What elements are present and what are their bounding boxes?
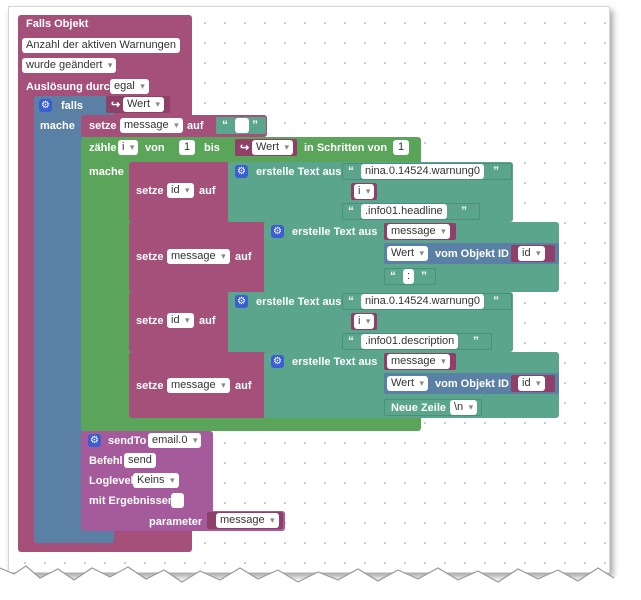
trigger-dropdown[interactable]: egal xyxy=(110,79,149,94)
loop-from-field[interactable]: 1 xyxy=(179,140,195,155)
var-message-dropdown[interactable]: message xyxy=(387,224,450,239)
loglevel-label: Loglevel xyxy=(89,475,134,487)
quote-open-icon: “ xyxy=(348,204,354,218)
loop-step-field[interactable]: 1 xyxy=(393,140,409,155)
empty-text-field[interactable] xyxy=(235,118,249,133)
von-label: von xyxy=(145,142,165,154)
quote-close-icon: ” xyxy=(493,164,499,178)
var-i-dropdown[interactable]: i xyxy=(354,314,375,329)
var-message-dropdown[interactable]: message xyxy=(387,354,450,369)
object-field[interactable]: Anzahl der aktiven Warnungen xyxy=(22,38,181,53)
vom-objekt-label: vom Objekt ID xyxy=(435,378,509,390)
setze-label: setze xyxy=(136,185,164,197)
var-id-dropdown[interactable]: id xyxy=(518,246,545,261)
wert-dropdown[interactable]: Wert xyxy=(387,376,429,391)
quote-open-icon: “ xyxy=(222,118,228,132)
step-label: in Schritten von xyxy=(304,142,388,154)
quote-close-icon: ” xyxy=(421,269,427,283)
torn-edge xyxy=(0,560,641,600)
if-label: falls xyxy=(61,100,84,112)
setze-label: setze xyxy=(89,120,117,132)
param-var-dropdown[interactable]: message xyxy=(216,513,279,528)
message-var-dropdown[interactable]: message xyxy=(167,378,230,393)
vom-objekt-label: vom Objekt ID xyxy=(435,248,509,260)
gear-icon[interactable]: ⚙ xyxy=(271,225,284,238)
gear-icon[interactable]: ⚙ xyxy=(271,355,284,368)
condition-dropdown[interactable]: wurde geändert xyxy=(22,58,117,73)
setze-label: setze xyxy=(136,315,164,327)
zaehle-label: zähle xyxy=(89,142,117,154)
create-text-label: erstelle Text aus xyxy=(256,166,342,178)
befehl-label: Befehl xyxy=(89,455,123,467)
sendto-target-dropdown[interactable]: email.0 xyxy=(148,433,202,448)
results-label: mit Ergebnissen xyxy=(89,495,175,507)
string-field[interactable]: nina.0.14524.warnung0 xyxy=(361,164,484,179)
id-var-dropdown[interactable]: id xyxy=(167,313,194,328)
create-text-label: erstelle Text aus xyxy=(256,296,342,308)
setze-label: setze xyxy=(136,251,164,263)
quote-close-icon: ” xyxy=(493,294,499,308)
gear-icon[interactable]: ⚙ xyxy=(39,99,52,112)
befehl-field[interactable]: send xyxy=(124,453,156,468)
quote-open-icon: “ xyxy=(348,334,354,348)
auf-label: auf xyxy=(199,185,216,197)
loop-var-dropdown[interactable]: i xyxy=(118,140,139,155)
parameter-label: parameter xyxy=(149,516,203,528)
quote-close-icon: ” xyxy=(252,118,258,132)
gear-icon[interactable]: ⚙ xyxy=(235,165,248,178)
mache-label: mache xyxy=(40,120,75,132)
quote-open-icon: “ xyxy=(348,164,354,178)
trigger-title: Falls Objekt xyxy=(26,18,89,30)
newline-dropdown[interactable]: \n xyxy=(450,400,478,415)
variable-dropdown[interactable]: message xyxy=(120,118,183,133)
id-var-dropdown[interactable]: id xyxy=(167,183,194,198)
separator-field[interactable]: : xyxy=(403,269,415,284)
quote-close-icon: ” xyxy=(461,204,467,218)
quote-close-icon: ” xyxy=(473,334,479,348)
auf-label: auf xyxy=(187,120,204,132)
newline-label: Neue Zeile xyxy=(391,402,447,414)
loop-mache-label: mache xyxy=(89,166,124,178)
string-field[interactable]: .info01.description xyxy=(361,334,459,349)
quote-open-icon: “ xyxy=(390,269,396,283)
bis-label: bis xyxy=(204,142,220,154)
quote-open-icon: “ xyxy=(348,294,354,308)
sendto-label: sendTo xyxy=(108,435,147,447)
return-icon: ↪ xyxy=(111,99,121,111)
auf-label: auf xyxy=(199,315,216,327)
blockly-workspace[interactable]: Falls Objekt Anzahl der aktiven Warnunge… xyxy=(8,6,610,573)
var-id-dropdown[interactable]: id xyxy=(518,376,545,391)
var-i-dropdown[interactable]: i xyxy=(354,184,375,199)
string-field[interactable]: .info01.headline xyxy=(361,204,447,219)
auf-label: auf xyxy=(235,380,252,392)
loglevel-dropdown[interactable]: Keins xyxy=(133,473,179,488)
loop-to-dropdown[interactable]: Wert xyxy=(252,140,294,155)
wert-dropdown[interactable]: Wert xyxy=(387,246,429,261)
value-dropdown[interactable]: Wert xyxy=(123,97,165,112)
trigger-label: Auslösung durch xyxy=(26,81,117,93)
create-text-label: erstelle Text aus xyxy=(292,226,378,238)
setze-label: setze xyxy=(136,380,164,392)
gear-icon[interactable]: ⚙ xyxy=(88,434,101,447)
message-var-dropdown[interactable]: message xyxy=(167,249,230,264)
auf-label: auf xyxy=(235,251,252,263)
create-text-label: erstelle Text aus xyxy=(292,356,378,368)
gear-icon[interactable]: ⚙ xyxy=(235,295,248,308)
results-checkbox[interactable] xyxy=(171,493,184,508)
string-field[interactable]: nina.0.14524.warnung0 xyxy=(361,294,484,309)
return-icon: ↪ xyxy=(240,142,250,154)
